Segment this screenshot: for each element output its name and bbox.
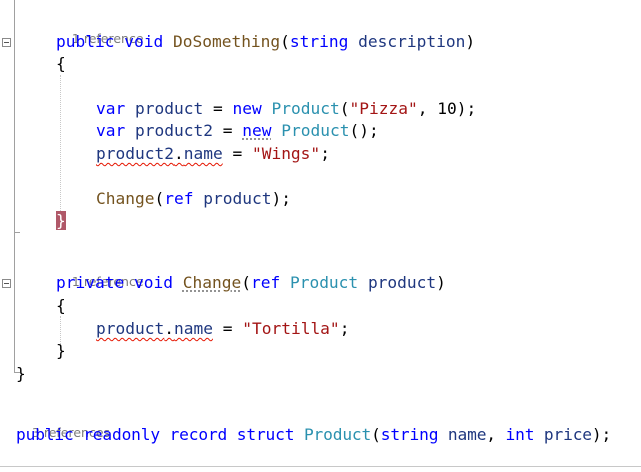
punctuation: ( [371, 425, 381, 444]
matching-brace-highlight: } [56, 211, 66, 230]
punctuation: ( [241, 273, 251, 292]
variable: product [135, 99, 204, 118]
method-call: Change [96, 189, 155, 208]
outline-line-dosomething [14, 48, 15, 232]
keyword: string [289, 32, 349, 51]
parameter: name [447, 425, 487, 444]
collapse-dosomething-icon[interactable] [2, 38, 11, 47]
keyword: readonly [83, 425, 160, 444]
editor-bottom-edge [0, 466, 641, 472]
indent-guide [60, 75, 61, 215]
code-line[interactable]: product.name = "Tortilla"; [96, 318, 349, 340]
keyword: int [505, 425, 535, 444]
code-line[interactable]: Change(ref product); [96, 188, 291, 210]
method-name: Change [182, 273, 242, 292]
error-squiggle[interactable]: product2.name [96, 144, 223, 163]
punctuation: ( [280, 32, 290, 51]
number-literal: 10 [437, 99, 457, 118]
codelens-text[interactable]: 1 reference [71, 274, 144, 289]
parameter: description [358, 32, 466, 51]
punctuation: . [173, 144, 184, 163]
string-literal: "Tortilla" [242, 319, 340, 338]
code-line[interactable]: { [56, 295, 66, 317]
punctuation: . [164, 319, 174, 338]
code-line[interactable]: product2.name = "Wings"; [96, 143, 330, 165]
operator: = [212, 121, 243, 140]
code-line[interactable]: { [56, 53, 66, 75]
operator: = [222, 144, 252, 163]
parameter: product [96, 319, 165, 338]
variable: product2 [135, 121, 213, 140]
punctuation: ; [320, 144, 330, 163]
operator: = [212, 319, 243, 338]
keyword: public [16, 425, 74, 444]
keyword: var [96, 99, 126, 118]
punctuation: , [486, 425, 506, 444]
code-line[interactable]: public readonly record struct Product(st… [16, 424, 611, 446]
codelens-references[interactable]: 1 reference [56, 258, 144, 306]
code-line[interactable]: public void DoSomething(string descripti… [56, 31, 475, 53]
parameter: product [367, 273, 437, 292]
error-squiggle[interactable]: product.name [96, 319, 213, 338]
parameter: price [543, 425, 592, 444]
type-name: Product [289, 273, 359, 292]
keyword: public [56, 32, 115, 51]
keyword: void [133, 273, 173, 292]
code-line[interactable]: } [56, 340, 66, 362]
keyword: struct [236, 425, 295, 444]
code-line[interactable]: private void Change(ref Product product) [56, 272, 446, 294]
string-literal: "Wings" [251, 144, 321, 163]
keyword: void [124, 32, 164, 51]
operator: = [203, 99, 233, 118]
string-literal: "Pizza" [349, 99, 418, 118]
outline-end-dosomething [14, 232, 20, 233]
punctuation: ) [465, 32, 476, 51]
punctuation: ); [591, 425, 612, 444]
code-line[interactable]: var product2 = new Product(); [96, 120, 379, 142]
code-line[interactable]: } [16, 363, 26, 385]
variable: product2 [96, 144, 174, 163]
punctuation: , [417, 99, 438, 118]
punctuation: ( [339, 99, 350, 118]
open-brace: { [56, 296, 66, 315]
keyword: ref [164, 189, 194, 208]
outline-end-class [14, 372, 20, 373]
keyword: ref [250, 273, 281, 292]
type-name: Product [303, 425, 372, 444]
collapse-change-icon[interactable] [2, 279, 11, 288]
punctuation: ) [436, 273, 446, 292]
keyword: new [232, 99, 262, 118]
codelens-references[interactable]: 1 reference [56, 15, 144, 63]
code-line[interactable]: var product = new Product("Pizza", 10); [96, 98, 476, 120]
codelens-text[interactable]: 1 reference [71, 31, 144, 46]
close-brace: } [16, 364, 26, 383]
type-name: Product [281, 121, 350, 140]
keyword: var [96, 121, 126, 140]
indent-guide [60, 316, 61, 344]
keyword: record [169, 425, 228, 444]
punctuation: ( [154, 189, 165, 208]
code-line[interactable]: } [56, 210, 66, 232]
method-name: DoSomething [172, 32, 281, 51]
open-brace: { [56, 54, 66, 73]
keyword-suggestion[interactable]: new [242, 121, 272, 140]
type-name: Product [271, 99, 340, 118]
punctuation: (); [349, 121, 379, 140]
keyword: private [56, 273, 125, 292]
variable: product [203, 189, 272, 208]
punctuation: ; [339, 319, 350, 338]
property: name [183, 144, 223, 163]
keyword: string [380, 425, 439, 444]
codelens-references[interactable]: 3 references [16, 409, 110, 457]
close-brace: } [56, 341, 66, 360]
property: name [173, 319, 213, 338]
punctuation: ); [456, 99, 477, 118]
codelens-text[interactable]: 3 references [31, 425, 111, 440]
punctuation: ); [271, 189, 291, 208]
